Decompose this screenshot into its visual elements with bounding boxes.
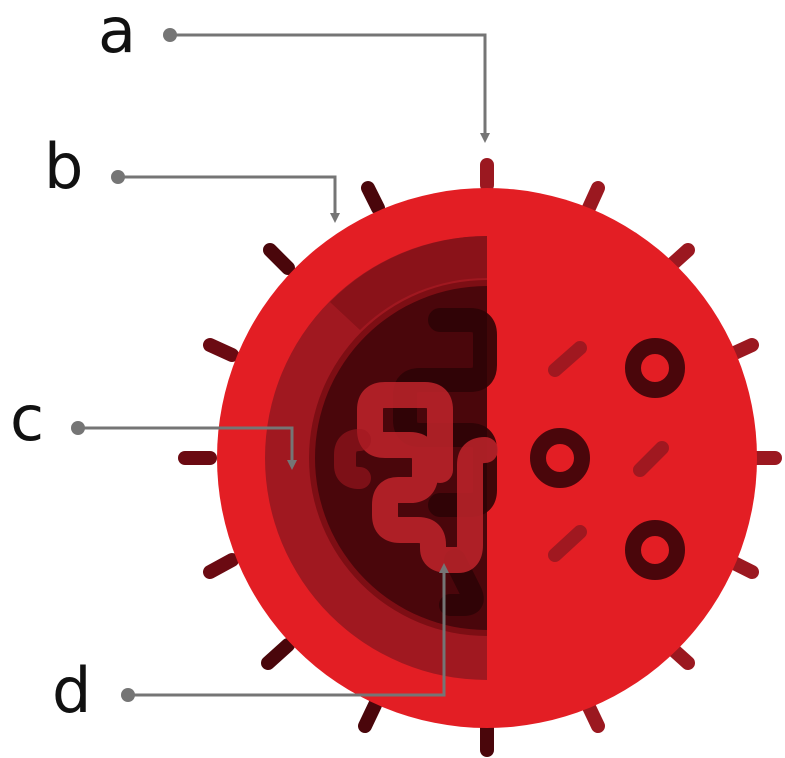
pointer-line-b: [118, 177, 335, 218]
label-a: a: [98, 0, 136, 67]
spike: [268, 645, 288, 663]
label-b: b: [44, 130, 83, 203]
label-c: c: [10, 382, 44, 455]
label-d: d: [52, 654, 91, 727]
spike: [210, 560, 232, 572]
spike: [210, 345, 232, 355]
spike: [365, 705, 375, 726]
spike: [368, 188, 378, 208]
spike: [588, 188, 598, 210]
spike: [270, 250, 288, 268]
spike: [588, 705, 598, 726]
pointer-line-a: [170, 35, 485, 138]
